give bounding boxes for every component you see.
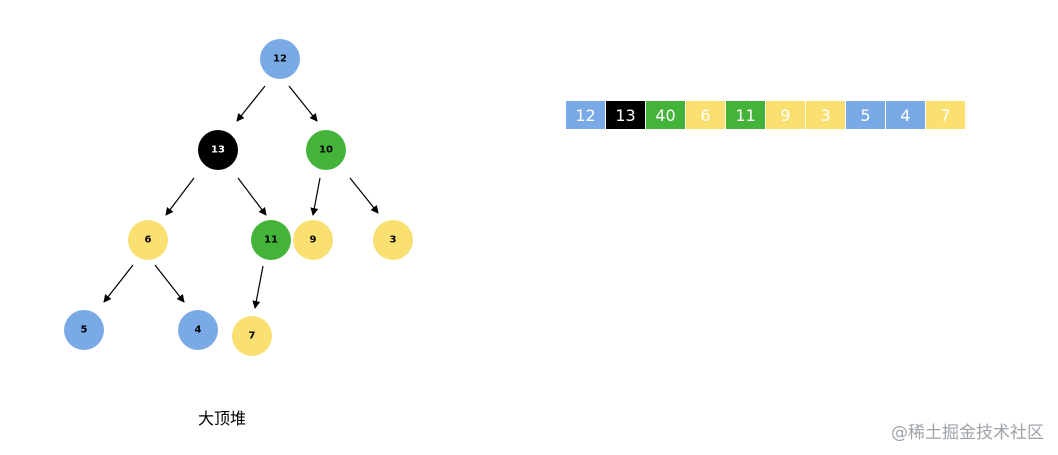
edge-12-to-13 [236, 85, 266, 122]
tree-edges [103, 85, 379, 309]
tree-node-7: 7 [232, 316, 272, 356]
edge-13-to-11 [237, 177, 267, 216]
edge-13-to-6 [165, 177, 195, 216]
watermark: @稀土掘金技术社区 [891, 423, 1044, 443]
array-cell-0: 12 [566, 101, 605, 129]
tree-node-circle [64, 310, 104, 350]
edge-6-to-4 [154, 264, 185, 303]
array-cell-1: 13 [606, 101, 645, 129]
edge-6-to-5 [103, 264, 134, 303]
array-cell-7: 5 [846, 101, 885, 129]
array-cell-6: 3 [806, 101, 845, 129]
edge-10-to-9 [310, 177, 321, 216]
tree-node-5: 5 [64, 310, 104, 350]
tree-node-10: 10 [306, 130, 346, 170]
tree-node-circle [232, 316, 272, 356]
tree-node-circle [306, 130, 346, 170]
array-cell-8: 4 [886, 101, 925, 129]
tree-node-label: 3 [390, 235, 397, 246]
tree-node-12: 12 [260, 39, 300, 79]
tree-node-3: 3 [373, 220, 413, 260]
array-cell-3: 6 [686, 101, 725, 129]
tree-node-13: 13 [198, 130, 238, 170]
tree-node-circle [293, 220, 333, 260]
edge-12-to-10 [288, 85, 318, 122]
array-cell-5: 9 [766, 101, 805, 129]
heap-tree-diagram: 12 13 10 6 11 9 3 5 4 7 [64, 39, 413, 356]
tree-node-circle [178, 310, 218, 350]
tree-node-circle [260, 39, 300, 79]
tree-node-circle [373, 220, 413, 260]
tree-node-label: 5 [81, 325, 88, 336]
tree-node-6: 6 [128, 220, 168, 260]
tree-node-circle [128, 220, 168, 260]
tree-nodes: 12 13 10 6 11 9 3 5 4 7 [64, 39, 413, 356]
tree-node-label: 7 [249, 331, 256, 342]
tree-node-circle [251, 220, 291, 260]
edge-11-to-7 [252, 265, 264, 309]
tree-node-circle [198, 130, 238, 170]
tree-node-label: 6 [145, 235, 152, 246]
array-cell-2: 40 [646, 101, 685, 129]
tree-node-label: 12 [273, 54, 287, 65]
array-cell-4: 11 [726, 101, 765, 129]
tree-node-label: 4 [195, 325, 202, 336]
edge-10-to-3 [349, 177, 379, 214]
tree-node-label: 10 [319, 145, 333, 156]
tree-node-9: 9 [293, 220, 333, 260]
tree-node-label: 13 [211, 145, 225, 156]
tree-node-label: 11 [264, 235, 278, 246]
tree-node-4: 4 [178, 310, 218, 350]
tree-node-11: 11 [251, 220, 291, 260]
diagram-caption: 大顶堆 [198, 409, 247, 428]
array-cell-9: 7 [926, 101, 965, 129]
tree-node-label: 9 [310, 235, 317, 246]
